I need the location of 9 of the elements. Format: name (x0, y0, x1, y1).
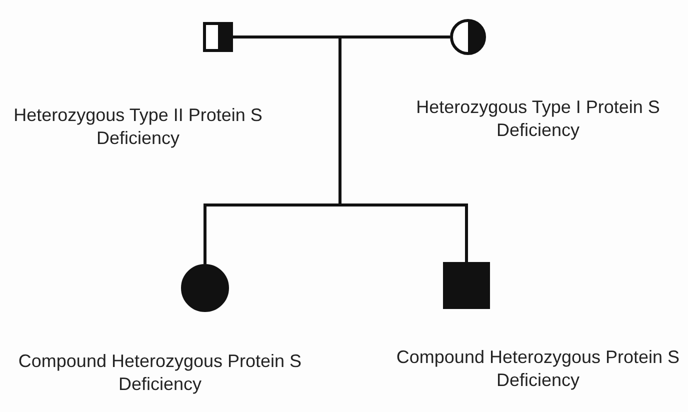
pedigree-line (338, 36, 468, 262)
individual-caption: Heterozygous Type I Protein S Deficiency (415, 96, 661, 142)
male-carrier-symbol (203, 22, 233, 52)
female-affected-symbol (181, 264, 229, 312)
individual-caption: Compound Heterozygous Protein S Deficiency (395, 346, 681, 392)
individual-caption: Compound Heterozygous Protein S Deficiency (17, 350, 303, 396)
individual-caption: Heterozygous Type II Protein S Deficiency (12, 104, 264, 150)
female-carrier-symbol (450, 19, 486, 55)
male-affected-symbol (443, 262, 490, 309)
